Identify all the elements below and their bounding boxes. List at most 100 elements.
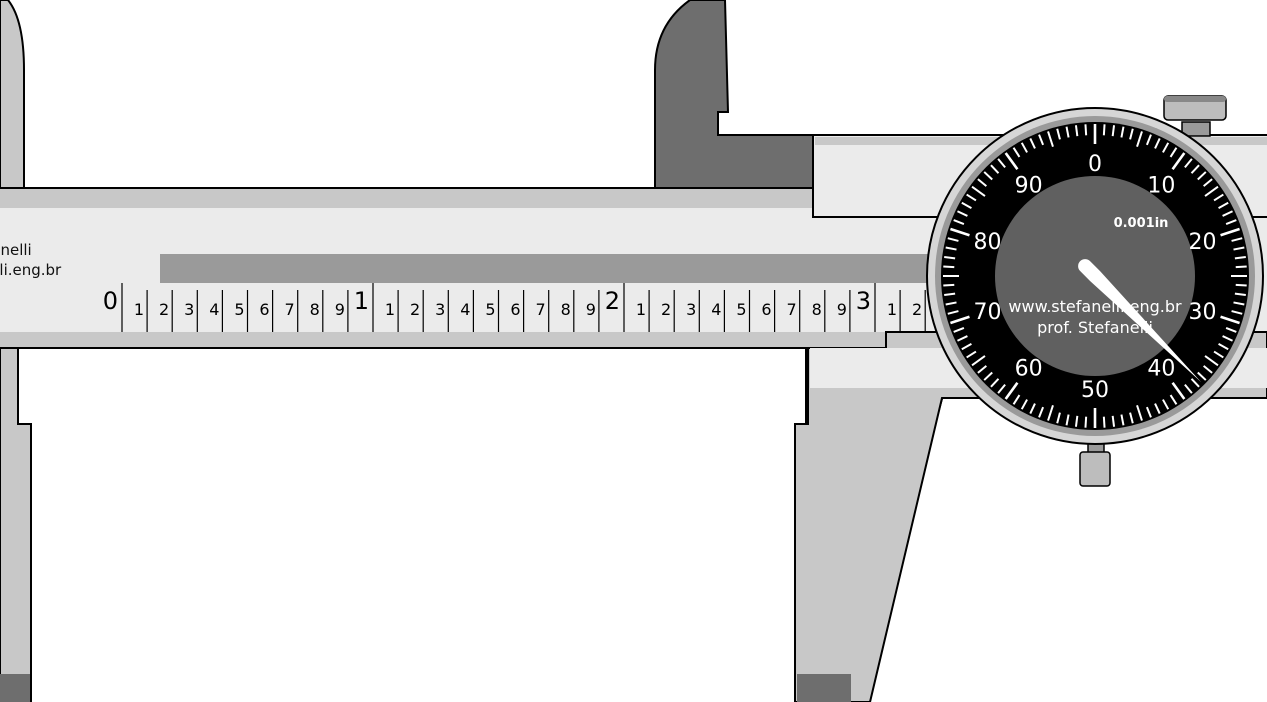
scale-minor-label: 5 [736, 300, 746, 319]
dial-tick [1038, 134, 1045, 146]
dial-tick [1218, 343, 1229, 351]
scale-minor-label: 6 [761, 300, 771, 319]
dial-tick [1084, 416, 1088, 428]
dial-unit: 0.001in [1114, 216, 1169, 231]
scale-minor-label: 4 [209, 300, 219, 319]
dial-tick [1225, 219, 1237, 226]
dial-ticks [943, 124, 1247, 428]
dial-tick [1047, 405, 1054, 421]
moving-outside-jaw [654, 0, 816, 189]
dial-label: 30 [1188, 300, 1216, 325]
dial-tick [966, 350, 977, 359]
dial-tick [1102, 124, 1106, 136]
dial-tick [977, 178, 987, 187]
dial-tick [1129, 412, 1134, 424]
scale-minor-label: 1 [887, 300, 897, 319]
scale-major-label: 0 [103, 287, 118, 315]
credit-line-2: elli.eng.br [0, 261, 62, 279]
fixed-outside-jaw [0, 0, 25, 189]
dial-tick [1233, 246, 1245, 251]
scale-minor-label: 7 [285, 300, 295, 319]
dial-tick [1231, 310, 1243, 315]
dial-tick [1120, 414, 1125, 426]
dial-site: www.stefanelli.eng.br [1008, 297, 1182, 316]
scale-minor-label: 1 [385, 300, 395, 319]
dial-tick [1136, 405, 1143, 421]
dial-tick [1218, 201, 1229, 209]
dial-tick [997, 384, 1006, 394]
dial-tick [1056, 412, 1061, 424]
dial-tick [1204, 185, 1219, 197]
dial-tick [1029, 138, 1036, 149]
dial-tick [990, 378, 1000, 388]
scale-minor-label: 6 [510, 300, 520, 319]
scale-major-label: 3 [856, 287, 871, 315]
dial-tick [1190, 164, 1200, 174]
scale-major-label: 2 [605, 287, 620, 315]
scale-minor-label: 1 [134, 300, 144, 319]
dial-tick [1020, 399, 1028, 410]
dial-tick [1184, 384, 1193, 394]
dial-label: 90 [1015, 174, 1043, 199]
dial-tick [1235, 283, 1247, 287]
dial-tick [1145, 134, 1152, 146]
dial-tick [950, 227, 970, 237]
scale-minor-label: 4 [711, 300, 721, 319]
scale-minor-label: 1 [636, 300, 646, 319]
dial-tick [1074, 125, 1079, 137]
dial-tick [947, 310, 959, 315]
dial-tick [1203, 365, 1213, 374]
scale-minor-label: 3 [686, 300, 696, 319]
top-bezel-knob[interactable] [1163, 95, 1227, 137]
scale-minor-label: 5 [485, 300, 495, 319]
dial-tick [1222, 335, 1233, 342]
dial-tick [1038, 406, 1045, 418]
scale-minor-label: 9 [586, 300, 596, 319]
dial-tick [1065, 126, 1070, 138]
dial-tick [971, 355, 986, 367]
dial-tick [1234, 292, 1246, 297]
dial-tick [983, 371, 993, 381]
dial-tick [1102, 416, 1106, 428]
dial-tick [1171, 382, 1186, 400]
dial-pointer[interactable] [1078, 259, 1202, 383]
dial-tick [944, 292, 956, 297]
scale-minor-label: 8 [561, 300, 571, 319]
dial-tick [1234, 255, 1246, 260]
dial-tick [1190, 378, 1200, 388]
dial-tick [957, 210, 968, 217]
bottom-lock-screw[interactable] [1079, 439, 1111, 487]
dial-tick [944, 255, 956, 260]
scale-minor-label: 4 [460, 300, 470, 319]
dial-tick [1204, 355, 1219, 367]
scale-minor-label: 6 [259, 300, 269, 319]
scale-minor-label: 9 [335, 300, 345, 319]
dial-tick [1233, 301, 1245, 306]
dial-tick [1162, 142, 1170, 153]
dial-tick [1171, 152, 1186, 170]
dial-tick [1129, 128, 1134, 140]
dial-tick [1047, 131, 1054, 147]
dial-tick [1065, 414, 1070, 426]
dial-tick [1084, 124, 1088, 136]
dial-tick [1197, 171, 1207, 181]
dial-tick [1020, 142, 1028, 153]
dial-tick [1169, 394, 1178, 405]
dial-tick [1120, 126, 1125, 138]
dial-tick [1012, 147, 1021, 158]
dial-tick [1225, 326, 1237, 333]
dial-tick [997, 158, 1006, 168]
dial-label: 10 [1147, 174, 1175, 199]
scale-minor-label: 2 [912, 300, 922, 319]
dial-tick [1056, 128, 1061, 140]
dial-tick [947, 237, 959, 242]
scale-minor-label: 7 [536, 300, 546, 319]
dial-label: 50 [1081, 378, 1109, 403]
scale-minor-label: 3 [435, 300, 445, 319]
dial-tick [943, 265, 955, 269]
dial-tick [1222, 210, 1233, 217]
depth-rod-slot [160, 254, 950, 283]
